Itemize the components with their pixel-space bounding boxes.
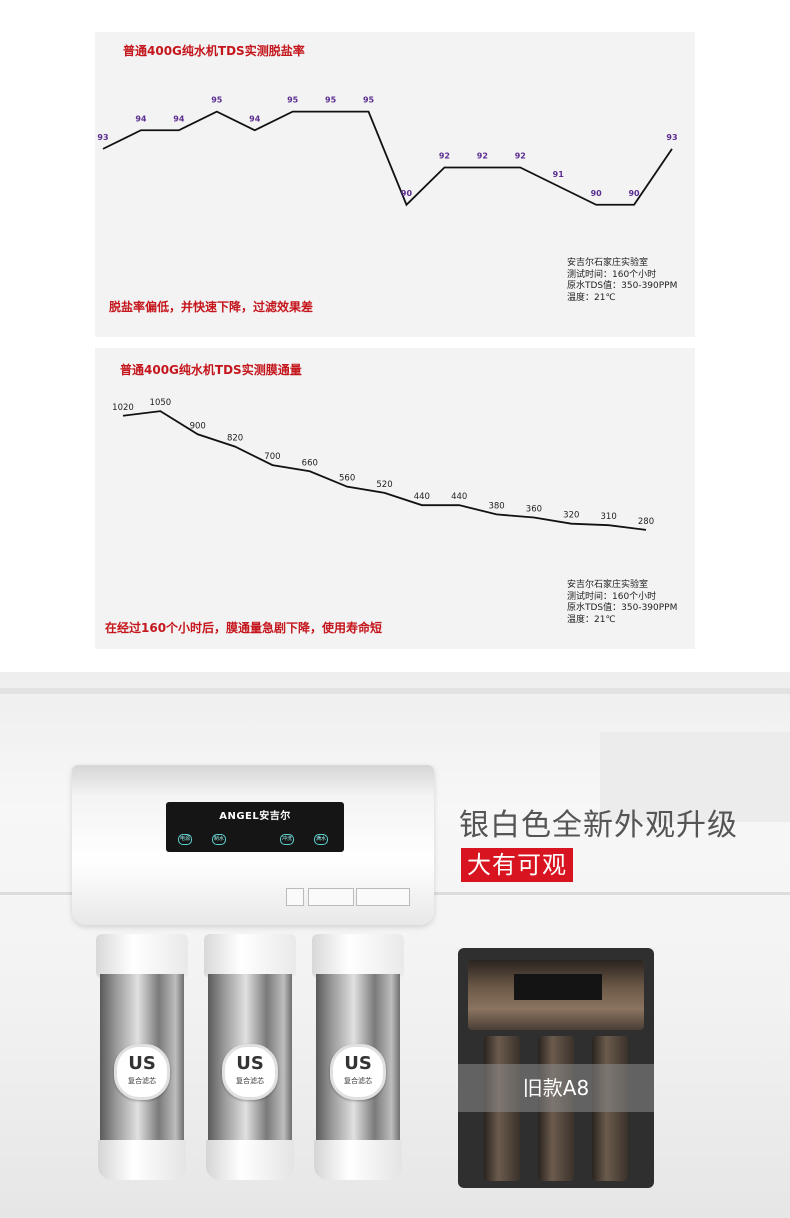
data-label: 440 (414, 492, 430, 502)
filter-foot (314, 1140, 402, 1180)
old-model-label: 旧款A8 (458, 1064, 654, 1112)
filter-cap (312, 934, 404, 978)
data-label: 440 (451, 492, 467, 502)
salt-rejection-chart-panel: 93 94 94 95 94 95 95 95 90 92 92 92 91 90 90 93 普通400G纯… (95, 32, 695, 337)
filter-body: US 复合滤芯 (100, 974, 184, 1144)
data-label: 93 (97, 133, 108, 142)
chart-note: 在经过160个小时后，膜通量急剧下降，使用寿命短 (105, 621, 383, 635)
data-label: 280 (638, 517, 654, 527)
data-label: 94 (135, 114, 147, 123)
lab-info-line: 测试时间：160个小时 (567, 269, 657, 280)
data-label: 90 (591, 189, 603, 198)
filter-body: US 复合滤芯 (208, 974, 292, 1144)
kitchen-cabinet (600, 732, 790, 822)
data-label: 93 (666, 133, 677, 142)
lab-info-line: 测试时间：160个小时 (567, 591, 657, 602)
data-label: 95 (363, 96, 375, 105)
power-button[interactable]: 电源 (178, 834, 192, 845)
lab-info-line: 安吉尔石家庄实验室 (567, 580, 649, 590)
data-label: 92 (515, 152, 526, 161)
lab-info-line: 温度：21℃ (567, 292, 616, 303)
data-label: 92 (439, 152, 450, 161)
old-model-head (468, 960, 644, 1030)
chart-title: 普通400G纯水机TDS实测脱盐率 (123, 44, 305, 58)
full-water-button[interactable]: 满水 (314, 834, 328, 845)
data-label: 560 (339, 474, 355, 484)
data-label: 91 (553, 170, 565, 179)
data-label: 660 (302, 458, 318, 468)
data-label: 95 (325, 96, 337, 105)
data-label: 820 (227, 434, 243, 444)
series-line (122, 410, 647, 531)
product-tagline: 银白色全新外观升级 (459, 808, 738, 843)
data-label: 310 (601, 512, 617, 522)
filter-cap (204, 934, 296, 978)
filter-foot (98, 1140, 186, 1180)
data-label: 94 (173, 114, 185, 123)
old-model-display (514, 974, 602, 1000)
data-label: 520 (376, 480, 392, 490)
chart-title: 普通400G纯水机TDS实测膜通量 (120, 363, 302, 377)
filter-cartridge: US 复合滤芯 (96, 934, 188, 1184)
series-line (102, 110, 673, 207)
kitchen-shelf (0, 688, 790, 694)
make-water-button[interactable]: 制水 (212, 834, 226, 845)
flush-button[interactable]: 冲洗 (280, 834, 294, 845)
data-label: 1050 (150, 398, 172, 408)
old-model-card: 旧款A8 (458, 948, 654, 1188)
data-label: 320 (563, 511, 579, 521)
spec-sticker (356, 888, 410, 906)
purifier-head: ANGEL安吉尔 电源 制水 冲洗 满水 (72, 765, 434, 925)
lab-info-line: 原水TDS值：350-390PPM (567, 603, 678, 613)
filter-cap (96, 934, 188, 978)
control-display: ANGEL安吉尔 电源 制水 冲洗 满水 (166, 802, 344, 852)
lab-info-line: 温度：21℃ (567, 614, 616, 625)
product-badge: 大有可观 (461, 848, 573, 882)
data-label: 380 (488, 501, 504, 511)
data-label: 94 (249, 114, 261, 123)
data-label: 92 (477, 152, 488, 161)
us-filter-badge: US 复合滤芯 (222, 1044, 278, 1100)
filter-cartridge: US 复合滤芯 (204, 934, 296, 1184)
us-filter-badge: US 复合滤芯 (114, 1044, 170, 1100)
us-filter-badge: US 复合滤芯 (330, 1044, 386, 1100)
spec-sticker (308, 888, 354, 906)
salt-rejection-chart: 93 94 94 95 94 95 95 95 90 92 92 92 91 90 90 93 (97, 96, 678, 207)
data-label: 90 (401, 189, 413, 198)
data-label: 90 (628, 189, 640, 198)
filter-foot (206, 1140, 294, 1180)
product-showcase: 银白色全新外观升级 大有可观 ANGEL安吉尔 电源 制水 冲洗 满水 US 复… (0, 672, 790, 1218)
brand-logo: ANGEL安吉尔 (219, 811, 291, 822)
data-label: 95 (287, 96, 299, 105)
filter-cartridge: US 复合滤芯 (312, 934, 404, 1184)
brand-sticker (286, 888, 304, 906)
lab-info-line: 原水TDS值：350-390PPM (567, 281, 678, 291)
membrane-flux-chart: 1020 1050 900 820 700 660 560 520 440 440 380 360 32… (112, 398, 654, 531)
data-label: 1020 (112, 403, 134, 413)
data-label: 900 (190, 421, 206, 431)
data-label: 95 (211, 96, 223, 105)
membrane-flux-chart-panel: 1020 1050 900 820 700 660 560 520 440 440 380 360 32… (95, 348, 695, 649)
data-label: 360 (526, 505, 542, 515)
data-label: 700 (264, 452, 280, 462)
chart-note: 脱盐率偏低，并快速下降，过滤效果差 (109, 300, 314, 314)
filter-body: US 复合滤芯 (316, 974, 400, 1144)
lab-info-line: 安吉尔石家庄实验室 (567, 258, 649, 268)
